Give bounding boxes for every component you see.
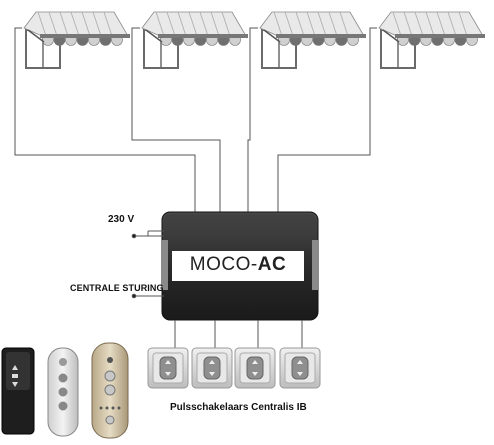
wire-awning-1 <box>14 27 196 212</box>
wire-awning-2 <box>131 27 221 212</box>
awning-1 <box>23 11 130 69</box>
awning-wires <box>14 27 377 212</box>
input-wires <box>131 230 164 299</box>
wire-awning-3 <box>247 27 258 212</box>
awning-3 <box>259 11 366 69</box>
controller-name-suffix: AC <box>257 254 287 275</box>
awnings-group <box>23 11 485 69</box>
power-label: 230 V <box>108 214 135 225</box>
controller-name-prefix: MOCO- <box>189 254 258 275</box>
switch-wires <box>174 320 303 348</box>
switches-group <box>147 347 321 389</box>
remote-gold <box>91 342 129 439</box>
switch-2 <box>191 347 233 389</box>
switch-4 <box>279 347 321 389</box>
awning-4 <box>378 11 485 69</box>
awning-2 <box>141 11 248 69</box>
moco-ac-controller <box>161 211 319 321</box>
switch-3 <box>234 347 276 389</box>
remote-black <box>1 347 35 435</box>
controller-label-plate <box>172 251 304 281</box>
switch-1 <box>147 347 189 389</box>
power-dot <box>131 233 137 239</box>
central-dot <box>131 293 137 299</box>
central-control-label: CENTRALE STURING <box>70 283 164 293</box>
controller-name: MOCO-AC <box>172 254 304 276</box>
remote-silver <box>47 347 79 437</box>
wire-awning-4 <box>277 27 377 212</box>
switches-caption: Pulsschakelaars Centralis IB <box>170 402 307 413</box>
